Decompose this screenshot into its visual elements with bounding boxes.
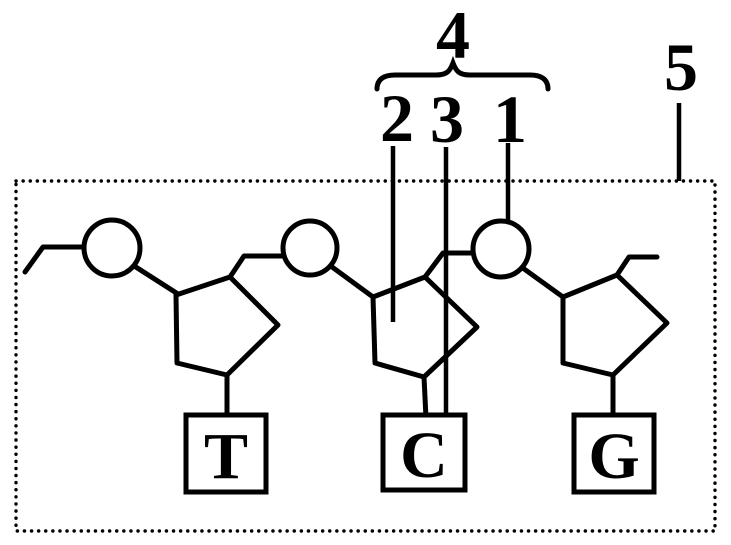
phosphate2-sugar2-bond	[325, 261, 376, 300]
phosphate-circle-2	[280, 218, 340, 278]
phosphate-circles	[81, 217, 532, 280]
sugar-ring-2	[370, 274, 480, 380]
sugar-ring-3	[560, 272, 670, 378]
ref-label-1: 1	[493, 81, 527, 157]
leader-lines	[390, 103, 682, 417]
sugar-rings	[173, 272, 670, 380]
base-letter-C: C	[400, 419, 448, 492]
dotted-boundary-box	[14, 179, 717, 533]
sugar-ring-1	[173, 274, 281, 378]
reference-numerals: 4 2 3 1 5	[380, 0, 698, 157]
phosphate-circle-3	[470, 218, 532, 280]
phosphate-circle-1	[81, 217, 143, 279]
ref-label-3: 3	[430, 81, 464, 157]
base-box-G	[571, 412, 657, 495]
base-letter-G: G	[588, 420, 639, 493]
ref-label-4: 4	[436, 0, 470, 73]
phosphate1-sugar1-bond	[125, 259, 181, 297]
base-letter-T: T	[204, 420, 248, 493]
phosphate3-sugar3-bond	[517, 263, 566, 300]
left-terminal-bond	[22, 244, 98, 275]
ref-label-5: 5	[664, 29, 698, 105]
base-box-T	[183, 412, 269, 495]
right-terminal-bond	[614, 254, 660, 278]
ref-label-2: 2	[380, 80, 414, 156]
sugar2-base-bond	[421, 374, 429, 421]
base-boxes: T C G	[183, 412, 657, 495]
sugar1-phosphate2-bond	[227, 253, 295, 280]
base-box-C	[380, 412, 468, 493]
overbrace-ref-4	[374, 55, 551, 92]
